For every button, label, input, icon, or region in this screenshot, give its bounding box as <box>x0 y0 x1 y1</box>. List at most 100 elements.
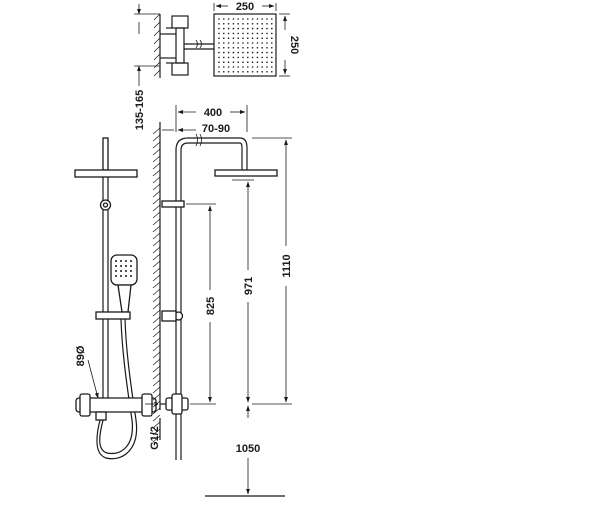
head-depth-dimension: 250 <box>279 13 300 77</box>
nozzle-dot <box>256 56 259 59</box>
side-view-shower-head <box>214 169 278 177</box>
front-view-hose <box>96 318 138 460</box>
nozzle-dot <box>232 27 235 30</box>
nozzle-dot <box>261 27 264 30</box>
nozzle-dot <box>271 37 273 39</box>
nozzle-dot <box>266 51 268 54</box>
nozzle-dot <box>247 51 249 54</box>
nozzle-dot <box>223 71 225 73</box>
nozzle-dot <box>251 32 254 35</box>
wall-hatch <box>152 148 161 156</box>
wall-hatch <box>152 337 161 345</box>
nozzle-dot <box>218 56 220 59</box>
nozzle-dot <box>261 18 264 20</box>
nozzle-dot <box>251 56 254 59</box>
nozzle-dot <box>223 42 225 44</box>
nozzle-dot <box>256 61 259 63</box>
nozzle-dot <box>271 42 273 44</box>
front-view-hand-shower <box>95 254 138 320</box>
wall-hatch <box>152 134 161 142</box>
floor-height-dimension: 1050 <box>236 405 260 495</box>
nozzle-dot <box>227 32 230 35</box>
wall-hatch <box>152 197 161 205</box>
nozzle-dot <box>271 27 273 30</box>
nozzle-dot <box>247 32 249 35</box>
nozzle-dot <box>256 71 259 73</box>
nozzle-dot <box>227 23 230 25</box>
wall-hatch <box>152 274 161 282</box>
nozzle-dot <box>266 42 268 44</box>
slide-height-dimension: 825 <box>186 203 217 405</box>
nozzle-dot <box>237 47 239 49</box>
hand-nozzle-dot <box>120 275 122 277</box>
nozzle-dot <box>227 37 230 39</box>
nozzle-dot <box>232 71 235 73</box>
nozzle-dot <box>247 42 249 44</box>
nozzle-dot <box>271 18 273 20</box>
wall-hatch <box>152 309 161 317</box>
nozzle-dot <box>227 51 230 54</box>
nozzle-dot <box>218 23 220 25</box>
wall-hatch <box>152 407 161 415</box>
nozzle-dot <box>256 66 259 68</box>
nozzle-dot <box>266 27 268 30</box>
nozzle-dot <box>237 37 239 39</box>
wall-hatch <box>152 414 161 422</box>
nozzle-dot <box>271 56 273 59</box>
front-view: 89Ø <box>74 137 157 460</box>
nozzle-dot <box>218 71 220 73</box>
front-view-shower-head <box>74 137 138 178</box>
hand-nozzle-dot <box>125 260 127 262</box>
top-view-mixer <box>160 15 189 76</box>
nozzle-dot <box>223 47 225 49</box>
wall-hatch <box>152 386 161 394</box>
nozzle-dot <box>242 32 244 35</box>
head-depth-label: 250 <box>288 36 300 54</box>
arm-length-dimension: 400 <box>175 105 248 132</box>
nozzle-dot <box>237 66 239 68</box>
nozzle-dot <box>242 66 244 68</box>
nozzle-dot <box>261 51 264 54</box>
nozzle-dot <box>232 18 235 20</box>
wall-hatch <box>152 218 161 226</box>
hand-nozzle-dot <box>120 265 122 267</box>
wall-hatch <box>152 281 161 289</box>
head-width-label: 250 <box>236 1 254 13</box>
nozzle-dot <box>256 37 259 39</box>
top-view: 250 250 135-165 <box>134 1 300 130</box>
wall-hatch <box>152 190 161 198</box>
nozzle-dot <box>237 61 239 63</box>
nozzle-dot <box>247 71 249 73</box>
wall-hatch <box>152 295 161 303</box>
nozzle-dot <box>242 18 244 20</box>
head-width-dimension: 250 <box>213 1 277 13</box>
nozzle-dot <box>218 27 220 30</box>
nozzle-dot <box>266 47 268 49</box>
nozzle-dot <box>232 51 235 54</box>
total-height-dimension: 1110 <box>252 137 293 405</box>
nozzle-dot <box>261 23 264 25</box>
hand-nozzle-dot <box>125 270 127 272</box>
nozzle-dot <box>218 42 220 44</box>
nozzle-dot <box>266 23 268 25</box>
nozzle-dot <box>218 18 220 20</box>
nozzle-dot <box>232 56 235 59</box>
head-height-label: 971 <box>243 277 255 295</box>
nozzle-dot <box>266 66 268 68</box>
nozzle-dot <box>242 56 244 59</box>
nozzle-dot <box>271 66 273 68</box>
nozzle-dot <box>266 32 268 35</box>
nozzle-dot <box>223 66 225 68</box>
nozzle-dot <box>232 37 235 39</box>
nozzle-dot <box>232 47 235 49</box>
head-height-dimension: 971 <box>232 179 255 403</box>
hose-diameter-dimension: 89Ø <box>75 345 99 399</box>
nozzle-dot <box>218 61 220 63</box>
inlet-thread-dimension: G1/2 <box>145 401 161 450</box>
hand-nozzle-dot <box>115 275 117 277</box>
hand-nozzle-dot <box>130 275 132 277</box>
nozzle-dot <box>256 42 259 44</box>
nozzle-dot <box>242 27 244 30</box>
nozzle-dot <box>218 51 220 54</box>
